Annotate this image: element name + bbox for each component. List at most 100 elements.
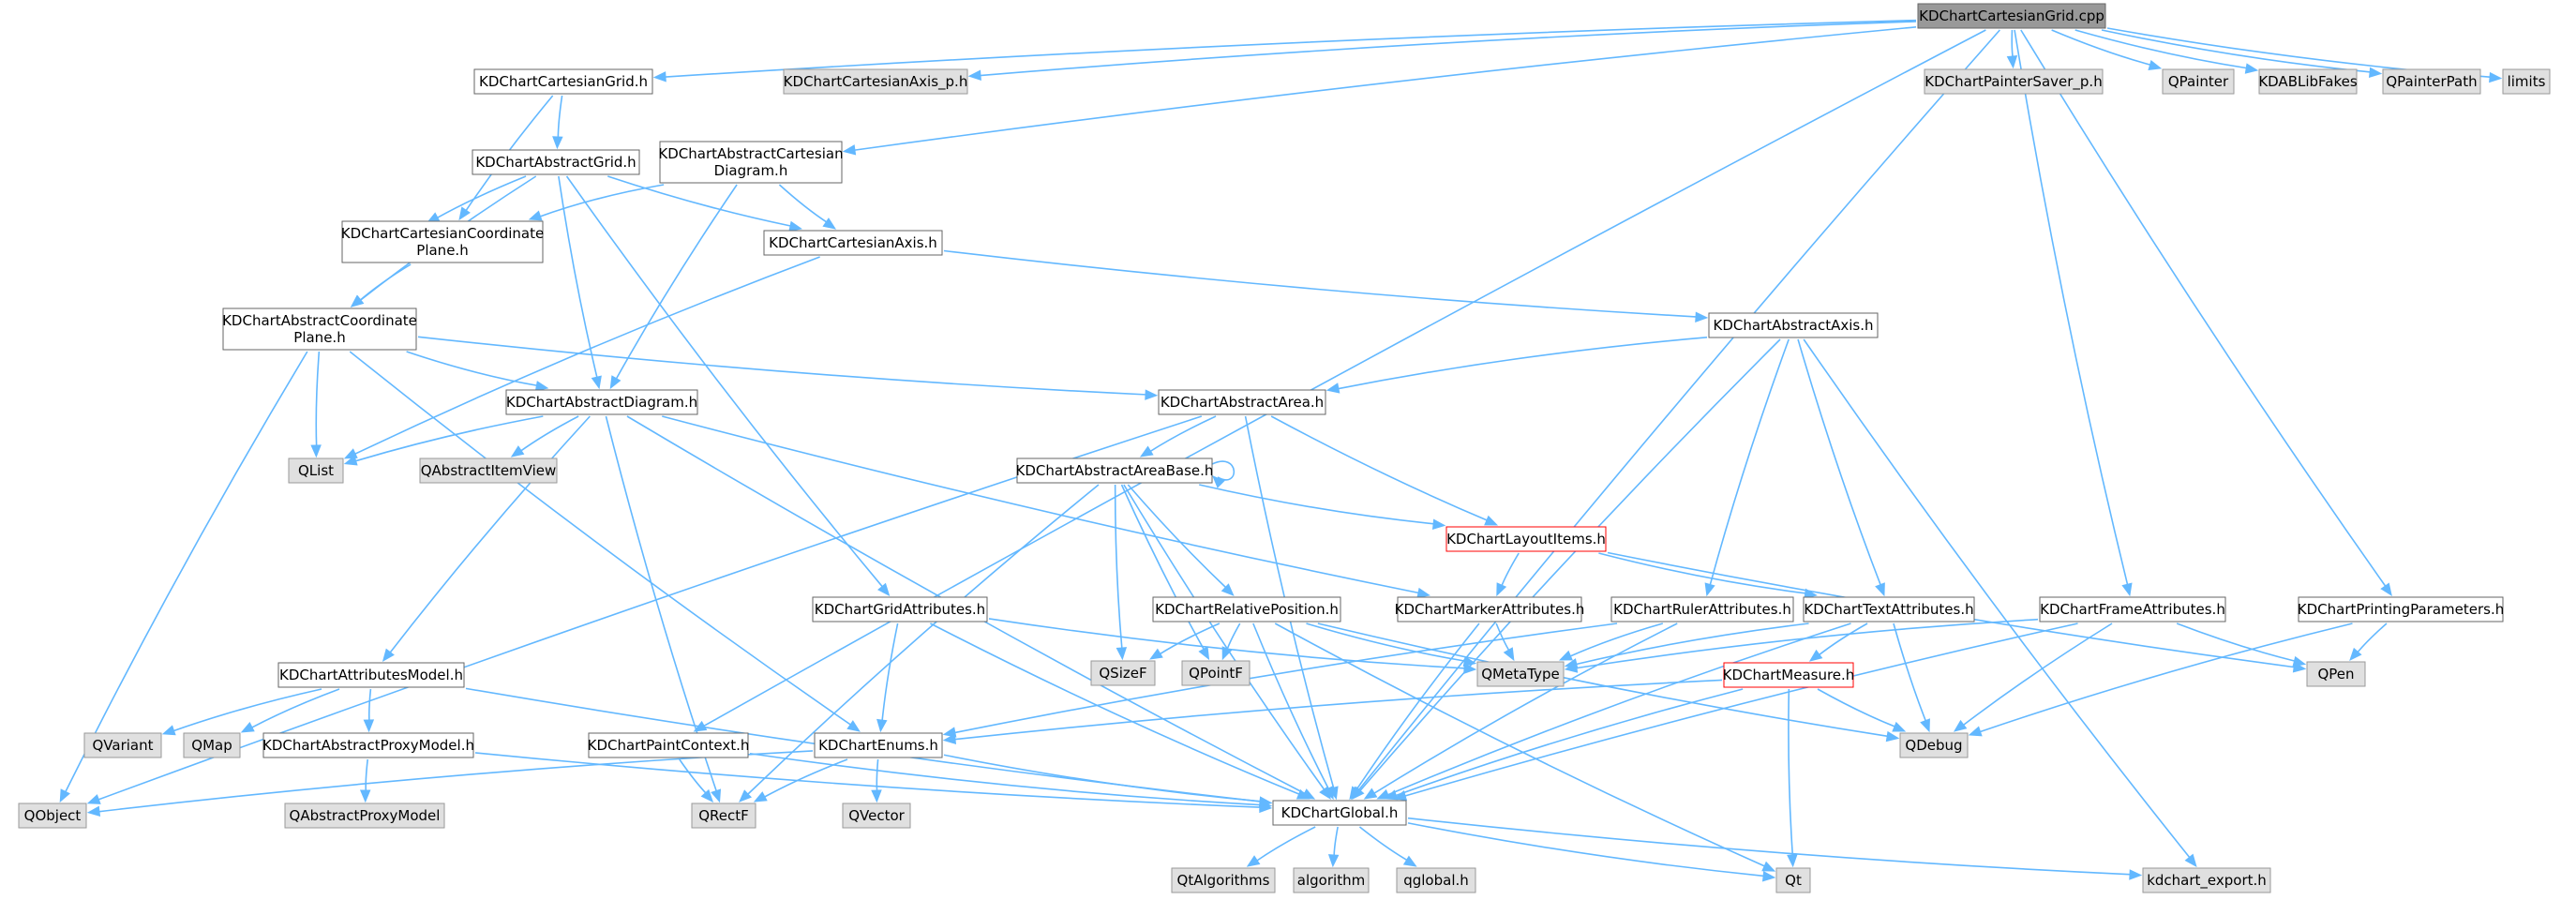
edge-fah-to-qdebug	[1953, 622, 2113, 732]
node-box-globalh	[1272, 800, 1407, 826]
node-qtalg[interactable]: QtAlgorithms	[1171, 867, 1276, 893]
node-qpen[interactable]: QPen	[2306, 661, 2366, 687]
edge-globalh-to-algorithm	[1327, 826, 1340, 868]
edge-arrowhead-70	[1808, 649, 1823, 662]
edge-aproxyh-to-qapm	[359, 758, 371, 803]
node-enumsh[interactable]: KDChartEnums.h	[814, 732, 943, 758]
node-box-aabh	[1016, 458, 1213, 484]
edge-arrowhead-60	[1462, 655, 1477, 668]
node-root[interactable]: KDChartCartesianGrid.cpp	[1917, 3, 2106, 29]
node-qrectf[interactable]: QRectF	[691, 802, 756, 829]
edge-arrowhead-52	[1496, 582, 1507, 597]
node-qaiv[interactable]: QAbstractItemView	[419, 458, 558, 484]
node-qvariant[interactable]: QVariant	[83, 732, 162, 758]
edge-line-62	[1252, 622, 1330, 791]
edge-arrowhead-45	[1212, 475, 1225, 488]
edge-line-90	[749, 752, 1263, 806]
edge-arrowhead-29	[846, 720, 861, 732]
node-aah[interactable]: KDChartAbstractArea.h	[1158, 389, 1326, 415]
node-qobject[interactable]: QObject	[18, 802, 87, 829]
node-box-acdh	[659, 141, 843, 184]
node-qmeta[interactable]: QMetaType	[1476, 661, 1565, 687]
node-aabh[interactable]: KDChartAbstractAreaBase.h	[1016, 458, 1214, 484]
node-qsizef[interactable]: QSizeF	[1090, 660, 1156, 686]
node-algorithm[interactable]: algorithm	[1293, 867, 1370, 893]
node-export[interactable]: kdchart_export.h	[2142, 867, 2271, 893]
edge-line-36	[518, 415, 579, 453]
node-qlist[interactable]: QList	[288, 458, 344, 484]
edge-arrowhead-35	[343, 455, 358, 466]
node-lih[interactable]: KDChartLayoutItems.h	[1445, 526, 1607, 552]
node-fah[interactable]: KDChartFrameAttributes.h	[2039, 596, 2226, 622]
edge-line-1	[978, 21, 1917, 77]
node-adh[interactable]: KDChartAbstractDiagram.h	[505, 389, 698, 415]
node-kdab[interactable]: KDABLibFakes	[2258, 68, 2358, 95]
node-box-agh	[472, 149, 640, 175]
node-cah[interactable]: KDChartCartesianAxis.h	[763, 230, 943, 256]
node-label-cgh-0: KDChartCartesianGrid.h	[479, 73, 648, 90]
node-rah[interactable]: KDChartRulerAttributes.h	[1610, 596, 1794, 622]
node-label-ccph-1: Plane.h	[416, 242, 468, 259]
node-mah[interactable]: KDChartMarkerAttributes.h	[1395, 596, 1585, 622]
node-qpainter[interactable]: QPainter	[2162, 68, 2235, 95]
node-qmap[interactable]: QMap	[183, 732, 241, 758]
node-box-qpointf	[1181, 660, 1251, 686]
edge-arrowhead-16	[788, 220, 802, 232]
node-rph[interactable]: KDChartRelativePosition.h	[1152, 596, 1341, 622]
edge-root-to-fah	[2014, 29, 2133, 597]
edge-arrowhead-95	[1246, 855, 1261, 867]
edge-arrowhead-43	[86, 794, 101, 804]
node-tah[interactable]: KDChartTextAttributes.h	[1803, 596, 1975, 622]
node-pch[interactable]: KDChartPaintContext.h	[588, 732, 750, 758]
edge-aaxh-to-export	[1803, 338, 2197, 868]
edge-aah-to-lih	[1270, 415, 1499, 526]
edge-arrowhead-55	[1463, 663, 1477, 675]
edge-arrowhead-2	[2006, 55, 2018, 69]
nodes-layer: KDChartCartesianGrid.cppKDChartCartesian…	[18, 3, 2551, 893]
node-globalh[interactable]: KDChartGlobal.h	[1272, 800, 1407, 826]
node-ps[interactable]: KDChartPainterSaver_p.h	[1924, 68, 2104, 95]
edge-lih-to-mah	[1496, 552, 1520, 597]
edge-arrowhead-99	[2129, 869, 2143, 880]
node-qdebug[interactable]: QDebug	[1899, 732, 1969, 758]
node-box-qvector	[842, 802, 911, 829]
node-qpointf[interactable]: QPointF	[1181, 660, 1251, 686]
edge-line-82	[1788, 688, 1794, 858]
edge-aabh-to-qpointf	[1120, 484, 1210, 661]
node-aproxyh[interactable]: KDChartAbstractProxyModel.h	[262, 732, 474, 758]
node-label-aproxyh-0: KDChartAbstractProxyModel.h	[262, 737, 474, 754]
node-box-aproxyh	[262, 732, 474, 758]
edge-arrowhead-49	[1198, 646, 1210, 661]
edge-arrowhead-57	[1295, 788, 1310, 800]
edge-acph-to-qlist	[310, 351, 322, 458]
edge-arrowhead-73	[1564, 662, 1579, 673]
edge-line-64	[1495, 622, 1511, 652]
node-box-export	[2142, 867, 2271, 893]
edge-line-46	[1199, 484, 1436, 525]
node-caxp[interactable]: KDChartCartesianAxis_p.h	[783, 68, 968, 95]
node-label-qdebug-0: QDebug	[1905, 737, 1962, 754]
node-pph[interactable]: KDChartPrintingParameters.h	[2298, 596, 2504, 622]
node-attmh[interactable]: KDChartAttributesModel.h	[277, 662, 465, 688]
node-meash[interactable]: KDChartMeasure.h	[1723, 662, 1855, 688]
edge-arrowhead-20	[822, 218, 837, 230]
node-qvector[interactable]: QVector	[842, 802, 911, 829]
edge-arrowhead-30	[1325, 382, 1340, 394]
node-limits[interactable]: limits	[2502, 68, 2551, 95]
edge-line-98	[1407, 822, 1766, 878]
edge-arrowhead-65	[1349, 786, 1361, 801]
node-cgh[interactable]: KDChartCartesianGrid.h	[473, 68, 653, 95]
node-qapm[interactable]: QAbstractProxyModel	[284, 802, 445, 829]
node-box-pph	[2298, 596, 2504, 622]
node-label-qsizef-0: QSizeF	[1099, 665, 1146, 682]
node-qpp[interactable]: QPainterPath	[2382, 68, 2481, 95]
node-gah[interactable]: KDChartGridAttributes.h	[812, 596, 988, 622]
node-aaxh[interactable]: KDChartAbstractAxis.h	[1708, 312, 1879, 338]
node-agh[interactable]: KDChartAbstractGrid.h	[472, 149, 640, 175]
node-qglobal[interactable]: qglobal.h	[1396, 867, 1476, 893]
node-qt[interactable]: Qt	[1775, 867, 1811, 893]
edge-arrowhead-37	[382, 648, 395, 663]
